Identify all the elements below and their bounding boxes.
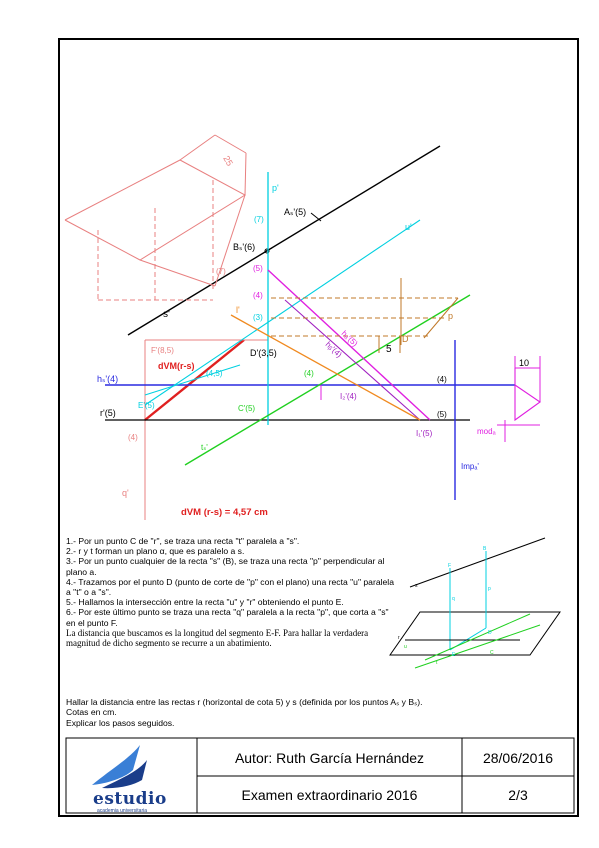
line-l bbox=[230, 314, 421, 421]
label-lvl4d: (4) bbox=[128, 433, 138, 442]
label-lvl45: (4,5) bbox=[206, 369, 223, 378]
exam-field: Examen extraordinario 2016 bbox=[241, 787, 418, 803]
line-u-prime bbox=[144, 219, 421, 406]
line-s bbox=[127, 145, 441, 336]
step-5: 5.- Hallamos la intersección entre la re… bbox=[66, 597, 344, 608]
label-h-prime: hₛ'(4) bbox=[97, 374, 118, 384]
label-u-prime: u' bbox=[405, 222, 412, 232]
label-lvl5: (5) bbox=[253, 264, 263, 273]
date-field: 28/06/2016 bbox=[482, 749, 554, 766]
label-lvl4c: (4) bbox=[437, 375, 447, 384]
label-C: C'(5) bbox=[238, 404, 255, 413]
mini-label-D: D bbox=[488, 630, 492, 636]
mini-sketch bbox=[389, 537, 561, 669]
step-3: 3.- Por un punto cualquier de la recta "… bbox=[66, 556, 385, 577]
dim-25: 25 bbox=[221, 154, 235, 168]
mini-label-F: F bbox=[448, 563, 451, 569]
page-number: 2/3 bbox=[508, 787, 528, 803]
label-dim-10: 10 bbox=[519, 358, 529, 368]
label-lvl7: (7) bbox=[254, 215, 264, 224]
label-p-prime: p' bbox=[272, 183, 279, 193]
abatimiento-box bbox=[514, 368, 541, 422]
mini-label-q: q bbox=[452, 596, 455, 602]
mini-label-p: p bbox=[488, 586, 491, 592]
label-lvl3: (3) bbox=[253, 313, 263, 322]
label-I2: I₁'(5) bbox=[416, 429, 433, 438]
label-p: p bbox=[448, 311, 453, 321]
line-E-F bbox=[144, 364, 241, 396]
statement-line-1: Hallar la distancia entre las rectas r (… bbox=[66, 697, 423, 707]
label-s-prime: s' bbox=[163, 309, 170, 320]
statement-line-2: Cotas en cm. bbox=[66, 707, 117, 718]
line-t bbox=[184, 294, 471, 466]
label-l-prime: l' bbox=[236, 305, 240, 315]
label-E: E'(5) bbox=[138, 401, 155, 410]
steps-text: 1.- Por un punto C de "r", se traza una … bbox=[66, 536, 396, 648]
problem-statement: Hallar la distancia entre las rectas r (… bbox=[66, 697, 536, 728]
label-D-prime: D'(3,5) bbox=[250, 348, 277, 358]
label-mod: modₐ bbox=[477, 427, 497, 436]
label-D: D bbox=[402, 334, 409, 344]
label-dim-5: 5 bbox=[386, 344, 392, 355]
line-hb bbox=[284, 299, 421, 421]
label-q-prime: q' bbox=[122, 488, 129, 498]
label-Bs: Bₛ'(6) bbox=[233, 242, 255, 252]
label-dVM-value: dVM (r-s) = 4,57 cm bbox=[181, 507, 268, 518]
label-F-prime: F'(8,5) bbox=[151, 346, 174, 355]
mini-label-C: C bbox=[490, 650, 494, 656]
note: La distancia que buscamos es la longitud… bbox=[66, 627, 369, 649]
label-lvl4b: (4) bbox=[304, 369, 314, 378]
author-field: Autor: Ruth García Hernández bbox=[234, 749, 425, 766]
label-lvl5b: (5) bbox=[437, 410, 447, 419]
label-lvl7b: (7) bbox=[216, 267, 226, 276]
mini-label-t: t bbox=[436, 660, 438, 666]
logo-subtitle: academia universitaria bbox=[97, 808, 148, 814]
label-dVM: dVM(r-s) bbox=[158, 361, 195, 371]
segment-dVM bbox=[144, 339, 245, 421]
label-As: Aₛ'(5) bbox=[284, 207, 306, 217]
step-4: 4.- Trazamos por el punto D (punto de co… bbox=[66, 576, 394, 598]
label-r-prime: r'(5) bbox=[100, 408, 116, 418]
label-hb: hᵦ'(4) bbox=[324, 340, 344, 360]
label-lvl4: (4) bbox=[253, 291, 263, 300]
mini-label-B: B bbox=[483, 546, 487, 552]
label-I1: I₂'(4) bbox=[340, 392, 357, 401]
mini-label-s: s bbox=[415, 583, 418, 589]
step-6: 6.- Por este último punto se traza una r… bbox=[66, 607, 389, 628]
label-t-prime: tₛ' bbox=[201, 443, 208, 452]
tick-As bbox=[310, 212, 322, 222]
statement-line-3: Explicar los pasos seguidos. bbox=[66, 717, 175, 728]
plane-p bbox=[271, 278, 459, 353]
mini-label-E: E bbox=[452, 652, 456, 658]
step-1: 1.- Por un punto C de "r", se traza una … bbox=[66, 536, 300, 546]
line-ha bbox=[267, 269, 431, 421]
abatimiento-construction bbox=[64, 134, 247, 520]
point-Bs bbox=[264, 248, 270, 254]
step-2: 2.- r y t forman un plano α, que es para… bbox=[66, 546, 245, 557]
logo-mark bbox=[92, 745, 147, 789]
mini-label-r: r bbox=[398, 635, 400, 641]
title-block bbox=[65, 737, 575, 814]
logo: estudio bbox=[93, 789, 167, 809]
label-Imp: Impₐ' bbox=[461, 462, 479, 471]
mini-label-u: u bbox=[404, 644, 407, 650]
